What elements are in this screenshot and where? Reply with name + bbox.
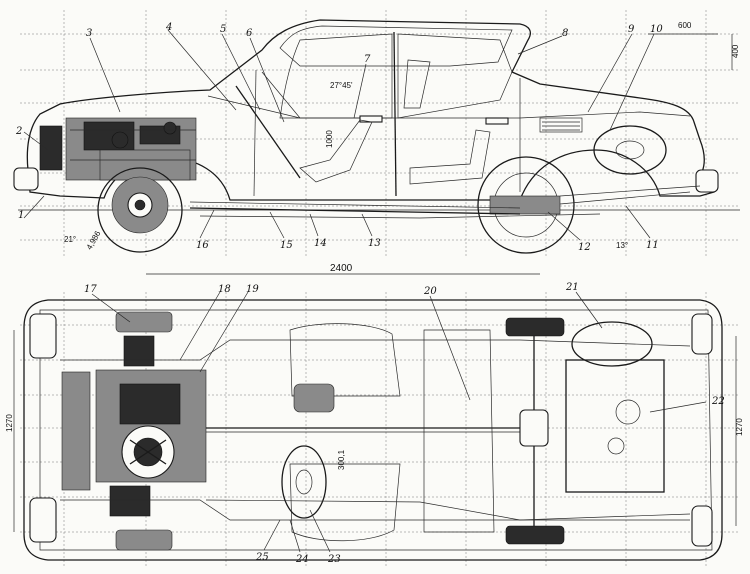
front-wheel — [97, 167, 183, 253]
callout-17: 17 — [84, 284, 97, 295]
callout-14: 14 — [314, 238, 327, 249]
callout-10: 10 — [650, 24, 663, 35]
dim-seat-mark: 1000 — [325, 130, 334, 148]
dim-track-left: 1270 — [5, 414, 14, 432]
callout-18: 18 — [218, 284, 231, 295]
callout-9: 9 — [628, 24, 635, 35]
body-outline — [26, 19, 715, 201]
spare-wheel — [593, 125, 667, 175]
dim-wheelbase: 2400 — [330, 263, 353, 274]
callout-11: 11 — [646, 240, 659, 251]
side-dimensions: 600 400 2400 21° 13° 4,986 27°45' 1000 — [64, 21, 740, 275]
callout-4: 4 — [165, 22, 172, 33]
callout-19: 19 — [246, 284, 259, 295]
front-left-seat — [289, 323, 401, 397]
engine-assembly — [39, 117, 197, 181]
callout-16: 16 — [196, 240, 209, 251]
callout-1: 1 — [18, 210, 24, 221]
callout-20: 20 — [423, 286, 437, 297]
callout-13: 13 — [368, 238, 381, 249]
dim-steering-offset: 300,1 — [337, 449, 346, 470]
side-view — [13, 19, 740, 254]
steering-wheel — [281, 445, 327, 519]
dim-600: 600 — [678, 21, 692, 30]
callout-24: 24 — [295, 554, 309, 565]
callout-3: 3 — [86, 28, 92, 39]
plan-leaders — [91, 291, 707, 553]
callout-12: 12 — [578, 242, 591, 253]
side-leaders — [23, 29, 655, 241]
callout-25: 25 — [255, 552, 269, 563]
spare-wheel-plan — [571, 321, 653, 367]
plan-body-outline — [23, 299, 723, 561]
callout-21: 21 — [565, 282, 579, 293]
front-right-seat — [289, 463, 401, 542]
dim-angle-front: 21° — [64, 235, 76, 244]
callout-15: 15 — [280, 240, 293, 251]
callout-23: 23 — [327, 554, 341, 565]
front-left-wheel — [115, 311, 173, 333]
callout-6: 6 — [246, 28, 253, 39]
rear-right-wheel — [505, 525, 565, 545]
dim-400: 400 — [731, 44, 740, 58]
plan-engine — [95, 335, 207, 517]
front-seat — [299, 119, 373, 183]
fuel-tank — [565, 359, 665, 493]
plan-dimensions: 1270 1270 300,1 — [5, 330, 744, 532]
rear-seat-plan — [423, 329, 495, 533]
rear-door-window — [397, 33, 513, 119]
callout-5: 5 — [220, 24, 226, 35]
dim-angle-rear: 13° — [616, 241, 628, 250]
rear-wheel — [477, 156, 575, 254]
callout-22: 22 — [711, 396, 725, 407]
rear-seat — [409, 129, 491, 185]
radiator — [61, 371, 91, 491]
dim-angle-seat: 27°45' — [330, 81, 353, 90]
plan-view — [23, 299, 723, 561]
callout-7: 7 — [364, 54, 371, 65]
callout-8: 8 — [562, 28, 568, 39]
rear-vents — [539, 117, 583, 133]
dim-track-right: 1270 — [735, 418, 744, 436]
callout-2: 2 — [15, 126, 22, 137]
front-right-wheel — [115, 529, 173, 551]
rear-left-wheel — [505, 317, 565, 337]
